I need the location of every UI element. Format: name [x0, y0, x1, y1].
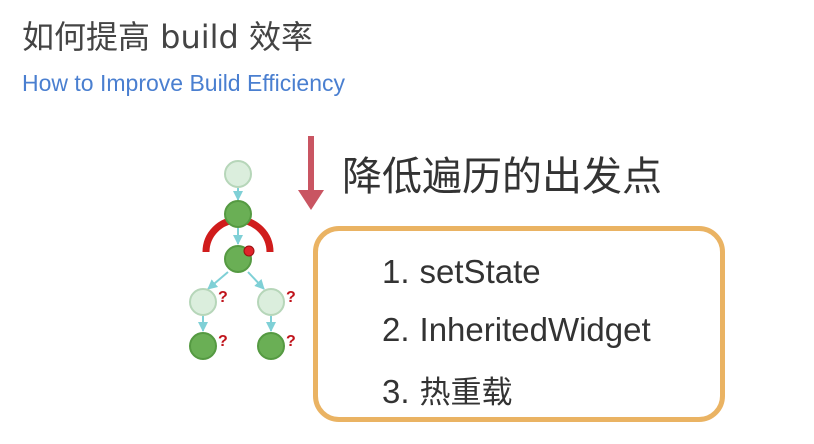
list-item: 2.InheritedWidget: [382, 311, 651, 348]
tree-node: [224, 200, 252, 228]
tree-node: [257, 288, 285, 316]
unknown-mark: ?: [218, 289, 228, 306]
tree-node: [257, 332, 285, 360]
page-title: 如何提高 build 效率: [22, 18, 314, 56]
tree-edge: [247, 271, 265, 290]
page-subtitle: How to Improve Build Efficiency: [22, 70, 345, 96]
methods-box: 1.setState 2.InheritedWidget 3.热重载: [313, 226, 725, 422]
tree-node: [189, 332, 217, 360]
section-heading: 降低遍历的出发点: [342, 154, 662, 200]
list-item: 3.热重载: [382, 373, 513, 411]
unknown-mark: ?: [286, 333, 296, 350]
marker-dot: [243, 245, 255, 257]
unknown-mark: ?: [218, 333, 228, 350]
unknown-mark: ?: [286, 289, 296, 306]
tree-node-root: [224, 160, 252, 188]
tree-node: [189, 288, 217, 316]
tree-edge: [207, 271, 229, 290]
list-item: 1.setState: [382, 253, 541, 290]
